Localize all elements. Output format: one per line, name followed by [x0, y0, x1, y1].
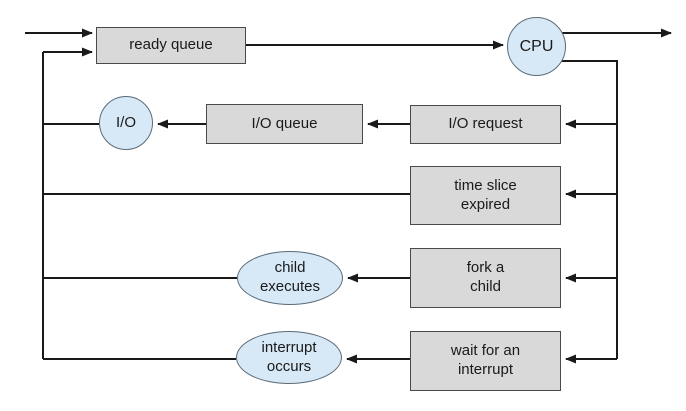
node-wait-for-interrupt: wait for an interrupt	[410, 331, 561, 391]
distribution-rail-right	[558, 60, 618, 359]
node-io: I/O	[99, 96, 153, 150]
node-child-executes: child executes	[237, 251, 343, 305]
node-cpu: CPU	[507, 17, 566, 76]
node-io-queue: I/O queue	[206, 104, 363, 144]
node-time-slice-expired: time slice expired	[410, 166, 561, 225]
node-fork-a-child: fork a child	[410, 248, 561, 308]
node-io-request: I/O request	[410, 105, 561, 144]
node-ready-queue: ready queue	[96, 27, 246, 64]
node-interrupt-occurs: interrupt occurs	[236, 331, 342, 384]
